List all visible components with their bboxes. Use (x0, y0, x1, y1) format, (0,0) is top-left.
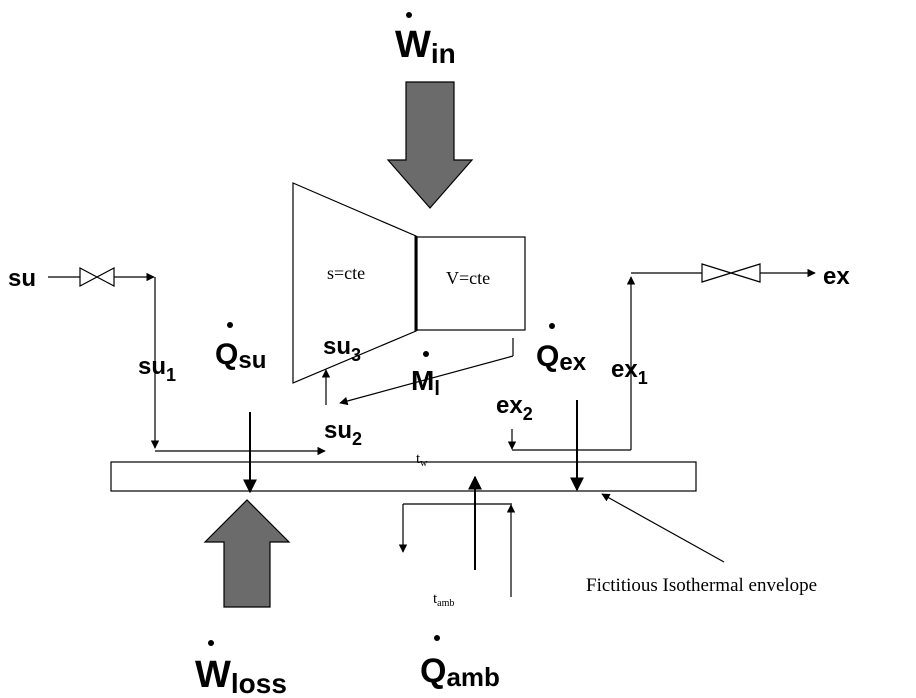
work-loss-arrow (203, 499, 291, 608)
ex-label: ex (823, 263, 850, 290)
leak-line (339, 355, 514, 406)
ex2-label: ex2 (496, 392, 533, 424)
s-cte-label: s=cte (327, 263, 365, 283)
isothermal-envelope-bar (110, 461, 697, 492)
w-in-label: Win (395, 24, 456, 69)
work-in-arrow (386, 81, 474, 209)
m-l-label: Ml (411, 365, 440, 400)
q-su-dot (227, 322, 233, 328)
su-label: su (8, 265, 36, 292)
ex-valve-icon (701, 263, 761, 283)
su3-label: su3 (323, 333, 361, 365)
t-w-label: tw (416, 451, 428, 469)
su1-label: su1 (138, 353, 176, 385)
v-cte-box (416, 236, 526, 331)
v-cte-label: V=cte (446, 268, 490, 288)
w-in-dot (406, 12, 412, 18)
q-ex-label: Qex (536, 340, 587, 376)
envelope-label: Fictitious Isothermal envelope (586, 575, 817, 596)
q-su-label: Qsu (215, 338, 266, 374)
w-loss-label: Wloss (195, 654, 287, 698)
ex1-label: ex1 (611, 356, 648, 388)
m-l-dot (423, 351, 429, 357)
t-amb-label: tamb (433, 591, 454, 609)
q-ex-dot (549, 323, 555, 329)
q-amb-dot (434, 635, 440, 641)
su-valve-icon (79, 267, 115, 287)
q-amb-label: Qamb (420, 652, 500, 692)
su2-label: su2 (324, 417, 362, 449)
envelope-pointer (601, 493, 725, 563)
w-loss-dot (208, 640, 214, 646)
